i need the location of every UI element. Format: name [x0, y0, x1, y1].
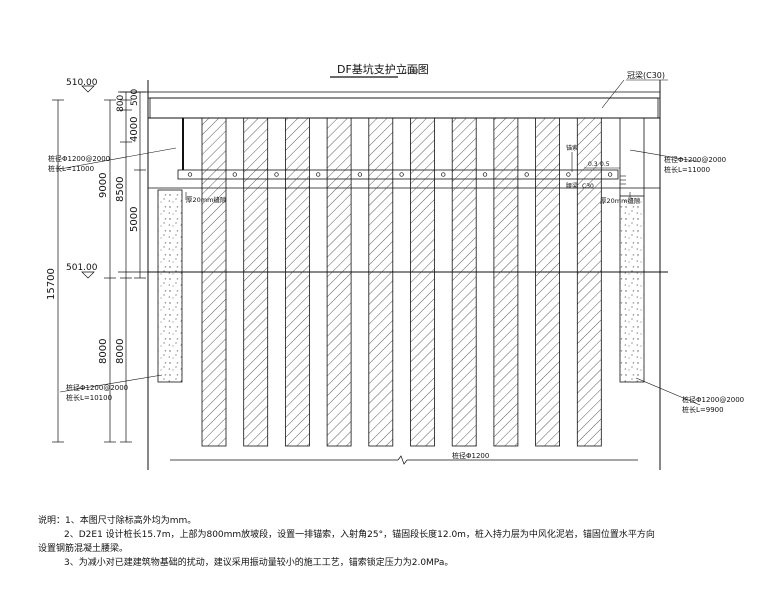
pile: [451, 117, 477, 447]
label-slot-left: 厚20mm缝隙: [186, 195, 227, 204]
waler-beam: [177, 169, 619, 180]
waler-dim-ticks: [584, 167, 626, 185]
anchor-point: [274, 172, 279, 177]
anchor-point: [607, 172, 613, 177]
anchor-group: [187, 172, 613, 177]
pile-group: [201, 117, 602, 447]
label-dim-small2: 0.5: [600, 161, 610, 168]
pile: [284, 117, 310, 447]
pile: [410, 117, 435, 447]
label-crown-beam: 冠梁(C30): [627, 71, 665, 80]
leader-lines: [59, 79, 701, 406]
drawing-scale: 1:100: [404, 69, 418, 75]
anchor-point: [482, 172, 488, 177]
label-waler-size: C30: [582, 183, 594, 190]
label-pile-bl-len: 桩长L=10100: [66, 393, 112, 402]
dim-col-8500: 8500: [115, 177, 126, 202]
svg-text:501.00: 501.00: [66, 263, 98, 273]
elevation-top: 510.00: [66, 78, 98, 93]
pile: [576, 117, 602, 447]
pile: [493, 117, 519, 447]
dim-outer-total: 15700: [46, 268, 57, 300]
label-dim-small: 0.3: [588, 161, 598, 168]
note-3: 3、为减小对已建建筑物基础的扰动，建议采用振动量较小的施工工艺，锚索锁定压力为2…: [64, 558, 454, 568]
dim-left-lower: 8000: [98, 339, 109, 364]
pile: [368, 117, 394, 447]
drawing-title: DF基坑支护立面图: [337, 62, 429, 76]
label-slot-right: 厚20mm缝隙: [600, 196, 641, 205]
anchor-point: [566, 172, 571, 177]
label-pile-bl-spec: 桩径Φ1200@2000: [66, 383, 128, 392]
dim-left-upper: 9000: [98, 173, 109, 198]
label-pile-right-len: 桩长L=11000: [664, 165, 710, 174]
pile: [535, 117, 560, 447]
pile: [326, 117, 352, 447]
anchor-point: [357, 172, 363, 177]
anchor-point: [399, 172, 404, 177]
left-concrete-block: [157, 189, 183, 383]
left-upper-block: [182, 118, 184, 170]
anchor-point: [232, 172, 237, 177]
dim-col-8000: 8000: [115, 339, 126, 364]
anchor-point: [187, 172, 193, 177]
label-anchor: 锚索: [566, 144, 578, 152]
anchor-point: [524, 172, 529, 177]
pile: [201, 117, 227, 447]
dimension-chain: [52, 91, 146, 443]
label-pile-left-spec: 桩径Φ1200@2000: [48, 154, 110, 163]
dim-col-80: 800: [116, 95, 126, 112]
crown-beam: [149, 97, 659, 119]
dim-col-500: 500: [130, 89, 140, 106]
label-waler: 腰梁: [566, 182, 578, 190]
note-1: 说明：1、本图尺寸除标高外均为mm。: [38, 516, 197, 526]
anchor-point: [441, 172, 446, 177]
note-2: 2、D2E1 设计桩长15.7m，上部为800mm放坡段，设置一排锚索，入射角2…: [64, 530, 655, 540]
pile: [243, 117, 269, 447]
notes-block: 说明：1、本图尺寸除标高外均为mm。 2、D2E1 设计桩长15.7m，上部为8…: [38, 514, 738, 570]
dim-col-5000: 5000: [129, 207, 140, 232]
svg-text:510.00: 510.00: [66, 78, 98, 88]
title-block: DF基坑支护立面图 1:100: [330, 62, 429, 78]
label-pile-br-len: 桩长L=9900: [682, 405, 724, 414]
label-pile-left-len: 桩长L=11000: [48, 164, 94, 173]
label-bottom-pile: 桩径Φ1200: [452, 451, 489, 460]
right-concrete-block: [619, 195, 645, 383]
label-pile-br-spec: 桩径Φ1200@2000: [682, 395, 744, 404]
label-pile-right-spec: 桩径Φ1200@2000: [664, 155, 726, 164]
dim-col-4000: 4000: [129, 117, 140, 142]
anchor-point: [316, 172, 321, 177]
elevation-mid: 501.00: [66, 263, 98, 279]
bottom-dimension: [170, 455, 638, 465]
note-2b: 设置钢筋混凝土腰梁。: [38, 544, 129, 554]
